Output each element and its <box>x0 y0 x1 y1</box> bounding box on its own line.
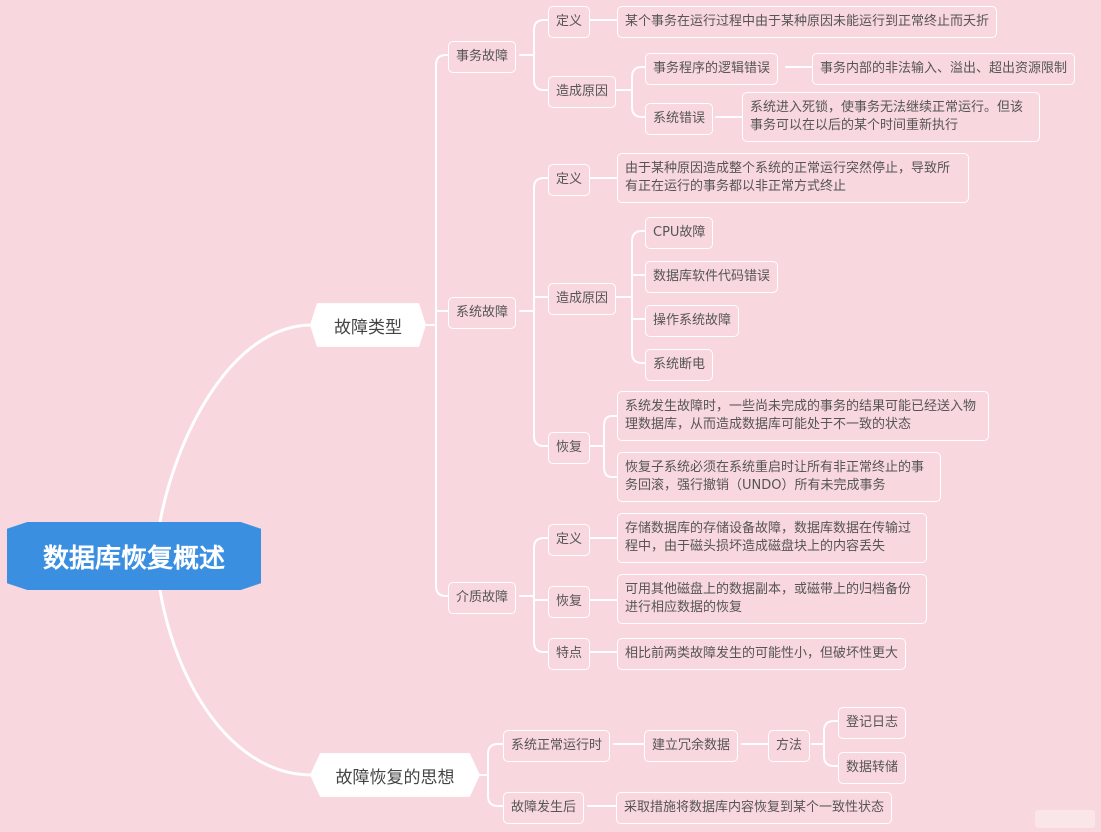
topic-fault-types[interactable]: 故障类型 <box>310 303 426 347</box>
node-system-cause[interactable]: CPU故障 <box>645 217 714 249</box>
node-system-recovery-undo[interactable]: 恢复子系统必须在系统重启时让所有非正常终止的事务回滚，强行撤销（UNDO）所有未… <box>617 452 941 502</box>
node-system-definition[interactable]: 由于某种原因造成整个系统的正常运行突然停止，导致所有正在运行的事务都以非正常方式… <box>617 153 969 203</box>
node-transaction-cause-logic-detail[interactable]: 事务内部的非法输入、溢出、超出资源限制 <box>812 53 1076 85</box>
node-transaction-definition[interactable]: 某个事务在运行过程中由于某种原因未能运行到正常终止而夭折 <box>617 6 998 38</box>
node-media-definition[interactable]: 存储数据库的存储设备故障，数据库数据在传输过程中，由于磁头损坏造成磁盘块上的内容… <box>617 513 927 563</box>
node-transaction-cause-logic[interactable]: 事务程序的逻辑错误 <box>645 53 779 85</box>
node-system-cause[interactable]: 操作系统故障 <box>645 305 740 337</box>
node-transaction-definition-label[interactable]: 定义 <box>548 6 591 38</box>
root-topic[interactable]: 数据库恢复概述 <box>7 522 261 590</box>
node-media-fault[interactable]: 介质故障 <box>448 582 517 614</box>
node-method-label[interactable]: 方法 <box>768 730 811 762</box>
node-after-failure[interactable]: 故障发生后 <box>503 792 585 824</box>
node-transaction-cause-system[interactable]: 系统错误 <box>645 103 714 135</box>
node-media-definition-label[interactable]: 定义 <box>548 524 591 556</box>
node-method[interactable]: 数据转储 <box>838 752 907 784</box>
node-system-cause[interactable]: 系统断电 <box>645 349 714 381</box>
node-transaction-causes-label[interactable]: 造成原因 <box>548 76 617 108</box>
node-system-cause[interactable]: 数据库软件代码错误 <box>645 261 779 293</box>
topic-recovery-idea[interactable]: 故障恢复的思想 <box>310 753 480 797</box>
node-system-recovery-state[interactable]: 系统发生故障时，一些尚未完成的事务的结果可能已经送入物理数据库，从而造成数据库可… <box>617 391 989 441</box>
node-system-definition-label[interactable]: 定义 <box>548 164 591 196</box>
node-media-feature[interactable]: 相比前两类故障发生的可能性小，但破坏性更大 <box>617 638 907 670</box>
node-media-recovery[interactable]: 可用其他磁盘上的数据副本，或磁带上的归档备份进行相应数据的恢复 <box>617 574 927 624</box>
node-system-fault[interactable]: 系统故障 <box>448 297 517 329</box>
node-system-causes-label[interactable]: 造成原因 <box>548 283 617 315</box>
node-media-feature-label[interactable]: 特点 <box>548 638 591 670</box>
node-normal-operation[interactable]: 系统正常运行时 <box>503 730 611 762</box>
node-media-recovery-label[interactable]: 恢复 <box>548 586 591 618</box>
watermark <box>1035 810 1095 828</box>
node-method[interactable]: 登记日志 <box>838 707 907 739</box>
node-transaction-cause-system-detail[interactable]: 系统进入死锁，使事务无法继续正常运行。但该事务可以在以后的某个时间重新执行 <box>742 92 1040 142</box>
node-transaction-fault[interactable]: 事务故障 <box>448 41 517 73</box>
node-build-redundancy[interactable]: 建立冗余数据 <box>644 730 739 762</box>
node-after-failure-action[interactable]: 采取措施将数据库内容恢复到某个一致性状态 <box>616 792 893 824</box>
node-system-recovery-label[interactable]: 恢复 <box>548 432 591 464</box>
